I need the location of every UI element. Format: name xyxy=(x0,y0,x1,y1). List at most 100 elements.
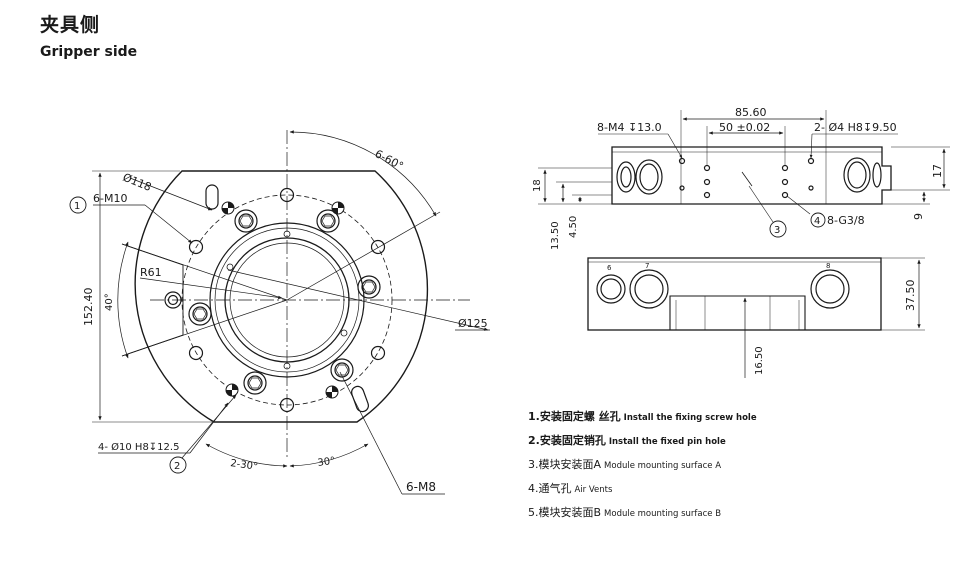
side-port xyxy=(164,291,182,309)
front-bore-inner xyxy=(224,237,350,363)
side-port xyxy=(167,294,179,306)
label-pin4: 2- Ø4 H8↧9.50 xyxy=(814,121,897,134)
front-view-labels: Ø118 6-M10 R61 152.40 40° 6-60° Ø125 4- … xyxy=(74,147,488,494)
side-body-outline xyxy=(611,146,892,205)
label-dia125: Ø125 xyxy=(458,317,488,330)
label-40deg: 40° xyxy=(104,293,115,311)
label-18: 18 xyxy=(532,179,543,192)
angle-30-arc xyxy=(289,443,369,468)
side-port-right xyxy=(847,161,867,189)
callout-bubble-1 xyxy=(69,196,87,214)
bottom-port-8 xyxy=(810,269,850,309)
pin-marker xyxy=(325,385,339,399)
label-m8: 6-M8 xyxy=(406,480,436,494)
label-pinholes: 4- Ø10 H8↧12.5 xyxy=(98,441,179,453)
front-bore-core xyxy=(229,242,345,358)
legend-en: Install the fixing screw hole xyxy=(623,413,757,423)
m10-hole xyxy=(370,239,386,255)
label-m10: 6-M10 xyxy=(93,192,127,205)
legend-cn: 1.安装固定螺 丝孔 xyxy=(528,410,621,423)
label-g38: 8-G3/8 xyxy=(827,214,865,227)
side-small-hole xyxy=(808,185,814,191)
bottom-slot xyxy=(669,295,806,330)
angle-40-arc xyxy=(121,243,184,357)
m10-leader xyxy=(144,204,193,244)
bottom-port-6 xyxy=(600,278,622,300)
label-m4: 8-M4 ↧13.0 xyxy=(597,121,662,134)
legend-en: Install the fixed pin hole xyxy=(608,437,726,447)
front-bolt-circle xyxy=(181,194,393,406)
front-body-outline xyxy=(134,170,429,423)
bore-pin-hole xyxy=(340,329,348,337)
m4-leader xyxy=(667,133,683,159)
label-height: 152.40 xyxy=(82,288,95,327)
side-view-labels: 85.60 50 ±0.02 8-M4 ↧13.0 2- Ø4 H8↧9.50 … xyxy=(532,106,944,250)
side-port-left xyxy=(620,166,632,188)
side-small-hole xyxy=(703,164,711,172)
label-2x30: 2-30° xyxy=(230,458,259,473)
legend-en: Module mounting surface B xyxy=(604,509,722,519)
label-30: 30° xyxy=(317,456,336,469)
side-air-vent xyxy=(741,171,753,187)
legend-en: Air Vents xyxy=(574,485,613,495)
pin-markers xyxy=(221,201,345,399)
side-small-hole xyxy=(678,157,686,165)
callout-num-3: 3 xyxy=(774,225,780,236)
r61-leader xyxy=(139,277,283,300)
bottom-port-7 xyxy=(629,269,669,309)
callout-num-4: 4 xyxy=(814,216,820,227)
m10-hole xyxy=(370,345,386,361)
m8-counterbore xyxy=(188,302,212,326)
legend-cn: 5.模块安装面B xyxy=(528,506,602,519)
m8-counterbore xyxy=(330,358,354,382)
page-subtitle: Gripper side xyxy=(40,44,138,60)
slot-top xyxy=(205,184,219,210)
m8-counterbore xyxy=(357,275,381,299)
callout-num-2: 2 xyxy=(174,461,180,472)
angle-2x30-arc xyxy=(205,443,288,468)
side-small-hole xyxy=(781,191,789,199)
port-label-6: 6 xyxy=(607,264,612,272)
callout-bubble-3 xyxy=(769,220,787,238)
label-8560: 85.60 xyxy=(735,106,767,119)
label-dia118: Ø118 xyxy=(121,171,153,194)
legend-cn: 2.安装固定销孔 xyxy=(528,434,606,447)
side-view xyxy=(538,110,950,238)
callout-bubble-4 xyxy=(810,212,826,228)
side-small-hole xyxy=(703,191,711,199)
angle-line xyxy=(286,211,441,301)
callout-bubble-2 xyxy=(169,456,187,474)
bottom-port-7 xyxy=(634,274,664,304)
slot-bottom xyxy=(351,385,369,413)
side-small-hole xyxy=(781,164,789,172)
pin-marker xyxy=(221,201,235,215)
m8-counterbore xyxy=(234,209,258,233)
bore-pin-hole xyxy=(226,263,234,271)
m8-leader xyxy=(339,371,403,495)
callout4-leader xyxy=(786,195,811,215)
bottom-port-8 xyxy=(815,274,845,304)
legend-en: Module mounting surface A xyxy=(604,461,722,471)
label-50: 50 ±0.02 xyxy=(719,121,770,134)
front-view xyxy=(69,130,490,495)
label-6x60: 6-60° xyxy=(373,147,406,173)
side-small-hole xyxy=(703,178,711,186)
callout3-leader xyxy=(748,185,774,223)
pin2-leader xyxy=(181,394,237,459)
label-1350: 13.50 xyxy=(550,221,561,250)
label-9: 9 xyxy=(912,213,925,220)
label-450: 4.50 xyxy=(568,216,579,238)
bore-pin-hole xyxy=(283,362,291,370)
dia125-leader xyxy=(227,269,489,331)
pin-marker xyxy=(225,383,239,397)
page-title: 夹具侧 xyxy=(40,14,101,36)
angle-arc xyxy=(117,241,129,359)
dia118-leader xyxy=(129,177,213,211)
label-3750: 37.50 xyxy=(904,280,917,312)
m10-hole xyxy=(188,345,204,361)
